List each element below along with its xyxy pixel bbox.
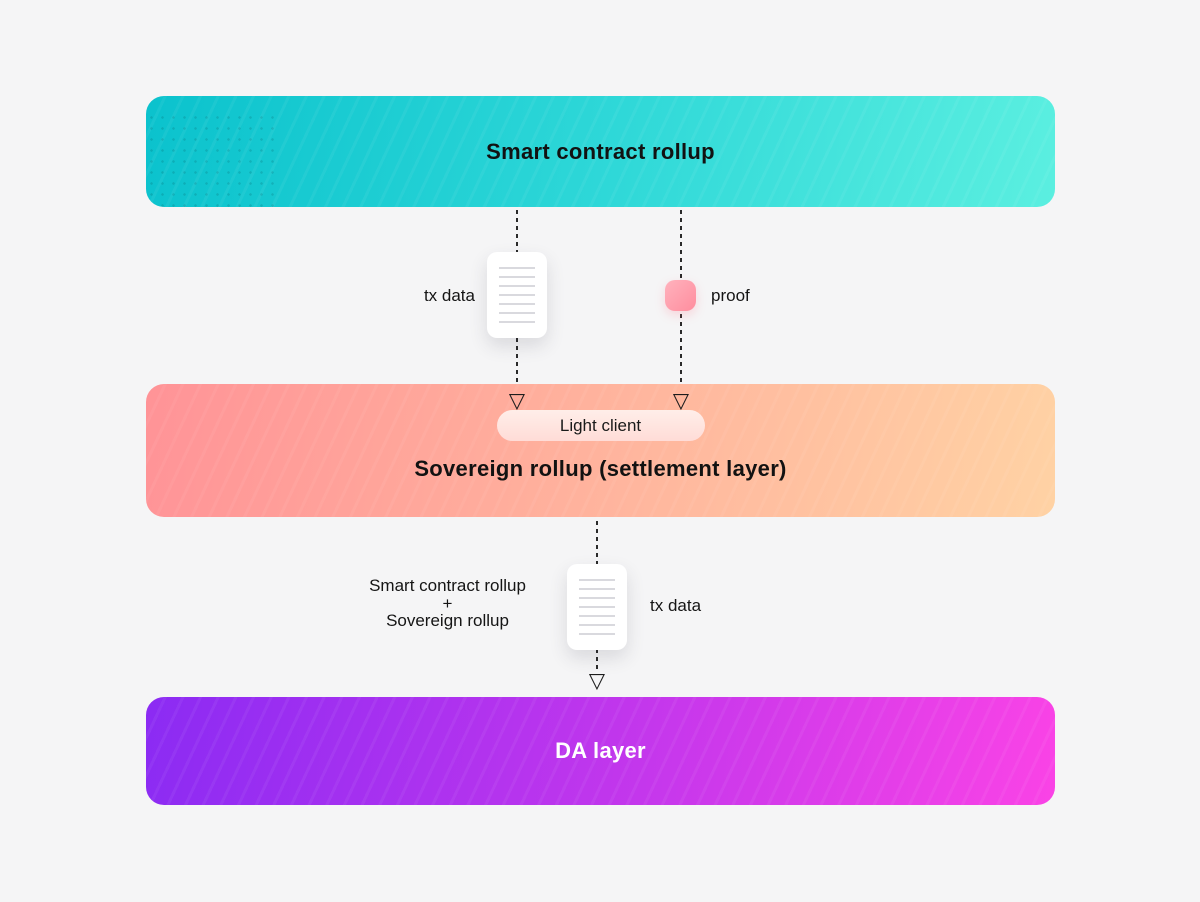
sovereign-rollup-box: Light client Sovereign rollup (settlemen… [146,384,1055,517]
arrowhead-down-icon: ▽ [508,388,526,413]
smart-contract-rollup-title: Smart contract rollup [486,138,715,164]
light-client-pill: Light client [496,410,705,441]
combined-rollup-label: Smart contract rollup + Sovereign rollup [340,577,555,630]
sovereign-rollup-title: Sovereign rollup (settlement layer) [414,456,787,481]
tx-data-bottom-label: tx data [650,596,702,615]
da-layer-box: DA layer [146,697,1055,805]
dot-texture [146,112,276,207]
document-icon [487,252,547,338]
da-layer-title: DA layer [555,738,646,763]
proof-label: proof [711,286,750,305]
document-lines [579,579,615,637]
combined-line2: + [442,593,453,613]
tx-data-top-label: tx data [423,286,475,305]
arrowhead-down-icon: ▽ [588,668,606,693]
combined-line1: Smart contract rollup [369,576,526,595]
arrowhead-down-icon: ▽ [672,388,690,413]
document-icon [567,564,627,650]
document-lines [499,267,535,325]
smart-contract-rollup-box: Smart contract rollup [146,96,1055,207]
light-client-label: Light client [559,415,642,435]
proof-icon [665,280,696,311]
combined-line3: Sovereign rollup [386,611,509,631]
